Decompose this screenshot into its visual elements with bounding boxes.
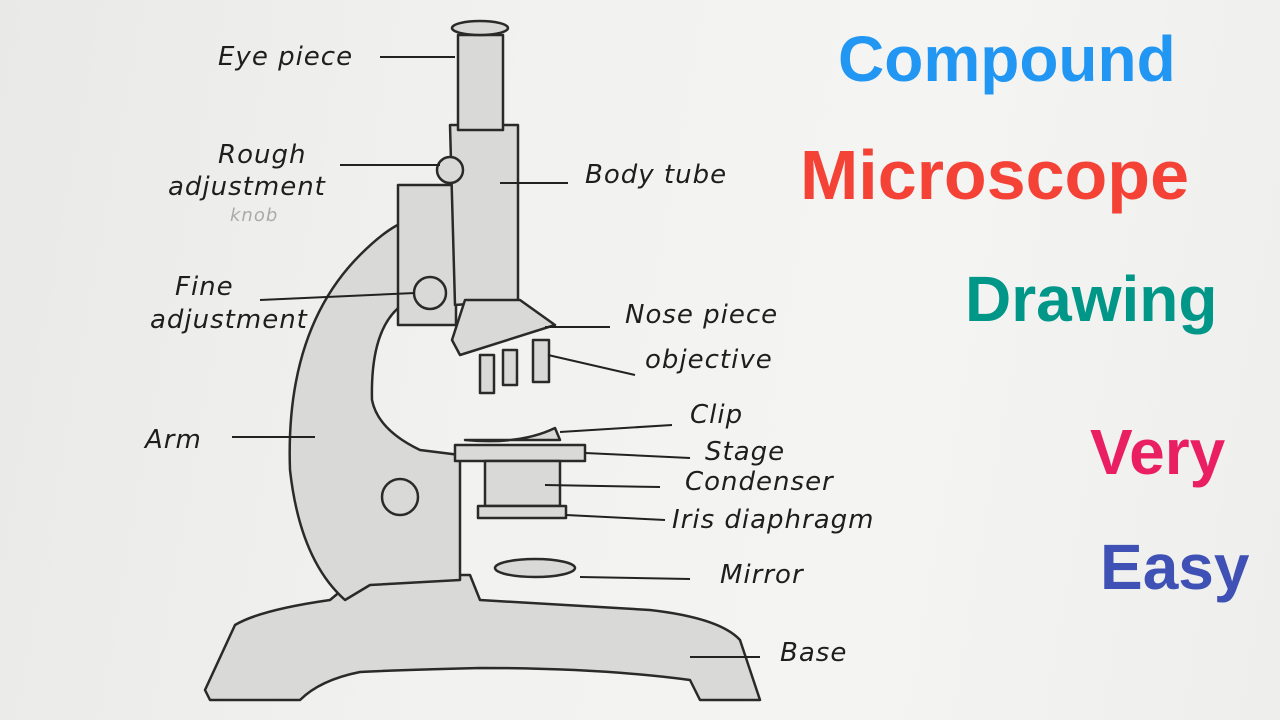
label-mirror: Mirror xyxy=(720,560,804,590)
title-easy: Easy xyxy=(1100,531,1250,603)
clip-shape xyxy=(463,426,562,443)
label-clip: Clip xyxy=(690,400,744,430)
fine-knob xyxy=(412,275,448,311)
label-iris-diaphragm: Iris diaphragm xyxy=(672,505,875,535)
label-arm: Arm xyxy=(145,425,202,455)
label-objective: objective xyxy=(645,345,773,375)
label-rough-adjustment-2: adjustment xyxy=(168,172,326,202)
objective-3 xyxy=(531,338,551,384)
label-body-tube: Body tube xyxy=(585,160,728,190)
condenser-shape xyxy=(483,459,562,508)
label-condenser: Condenser xyxy=(685,467,834,497)
title-drawing: Drawing xyxy=(965,263,1218,335)
label-stage: Stage xyxy=(705,437,786,467)
label-rough-adjustment: Rough xyxy=(218,140,307,170)
stage-shape xyxy=(453,443,587,463)
title-very: Very xyxy=(1090,416,1226,488)
body-tube-shape xyxy=(448,123,520,307)
label-fine-adjustment: Fine xyxy=(175,272,234,302)
eyepiece-top xyxy=(450,19,510,37)
base-shape xyxy=(203,573,762,702)
arm-knob xyxy=(380,477,420,517)
label-nose-piece: Nose piece xyxy=(625,300,779,330)
nosepiece-shape xyxy=(450,298,557,357)
title-compound: Compound xyxy=(838,23,1176,95)
title-microscope: Microscope xyxy=(800,136,1189,214)
label-rough-adjustment-3: knob xyxy=(230,205,279,226)
label-fine-adjustment-2: adjustment xyxy=(150,305,308,335)
objective-2 xyxy=(501,348,519,387)
eyepiece-shape xyxy=(456,33,505,132)
iris-shape xyxy=(476,504,568,520)
objective-1 xyxy=(478,353,496,395)
rough-knob xyxy=(435,155,465,185)
mirror-shape xyxy=(493,557,577,579)
label-base: Base xyxy=(780,638,848,668)
pointer-lines xyxy=(232,56,760,658)
label-eye-piece: Eye piece xyxy=(218,42,354,72)
